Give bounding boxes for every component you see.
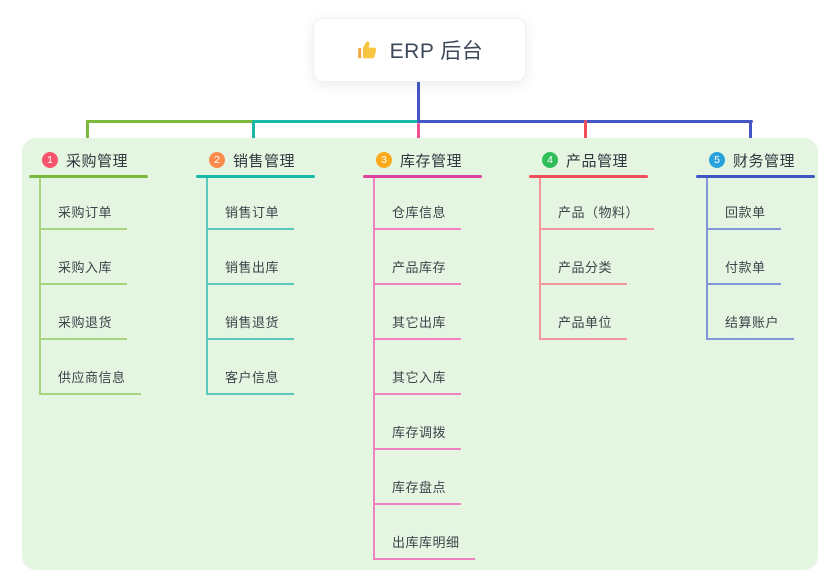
- connector-drop-5: [749, 120, 752, 146]
- branch-number-badge: 5: [709, 152, 725, 168]
- connector-drop-2: [252, 120, 255, 146]
- branch-number-badge: 3: [376, 152, 392, 168]
- branch-label: 销售管理: [233, 152, 296, 170]
- branch-children-connector: [39, 178, 41, 395]
- child-node[interactable]: 库存调拨: [373, 422, 462, 450]
- branch-node[interactable]: 1 采购管理: [29, 148, 128, 172]
- branch-children-connector: [706, 178, 708, 340]
- thumbs-up-icon: [357, 41, 376, 59]
- branch-label: 产品管理: [566, 152, 629, 170]
- child-node[interactable]: 仓库信息: [373, 202, 462, 230]
- branch-underline: [29, 175, 148, 178]
- branch-number-badge: 1: [42, 152, 58, 168]
- child-node[interactable]: 产品（物料）: [539, 202, 655, 230]
- child-node[interactable]: 销售出库: [206, 257, 295, 285]
- connector-drop-1: [86, 120, 89, 146]
- root-label: ERP 后台: [389, 40, 484, 63]
- branch-node[interactable]: 3 库存管理: [363, 148, 462, 172]
- connector-bus-middle: [253, 120, 419, 123]
- branch-node[interactable]: 4 产品管理: [529, 148, 628, 172]
- branch-children-connector: [373, 178, 375, 560]
- branch-label: 采购管理: [66, 152, 129, 170]
- child-node[interactable]: 产品库存: [373, 257, 462, 285]
- child-node[interactable]: 销售退货: [206, 312, 295, 340]
- child-node[interactable]: 销售订单: [206, 202, 295, 230]
- child-node[interactable]: 其它入库: [373, 367, 462, 395]
- child-node[interactable]: 客户信息: [206, 367, 295, 395]
- child-node[interactable]: 库存盘点: [373, 477, 462, 505]
- child-node[interactable]: 供应商信息: [39, 367, 141, 395]
- child-node[interactable]: 采购订单: [39, 202, 128, 230]
- child-node[interactable]: 产品单位: [539, 312, 628, 340]
- branch-node[interactable]: 2 销售管理: [196, 148, 295, 172]
- branch-underline: [696, 175, 815, 178]
- child-node[interactable]: 结算账户: [706, 312, 795, 340]
- branch-label: 库存管理: [400, 152, 463, 170]
- child-node[interactable]: 出库库明细: [373, 532, 475, 560]
- branch-underline: [196, 175, 315, 178]
- branch-number-badge: 2: [209, 152, 225, 168]
- branches-panel: [22, 138, 818, 570]
- connector-drop-4: [584, 120, 587, 146]
- branch-node[interactable]: 5 财务管理: [696, 148, 795, 172]
- child-node[interactable]: 回款单: [706, 202, 781, 230]
- root-node[interactable]: ERP 后台: [313, 18, 526, 82]
- child-node[interactable]: 付款单: [706, 257, 781, 285]
- connector-bus-left: [86, 120, 255, 123]
- branch-children-connector: [539, 178, 541, 340]
- child-node[interactable]: 其它出库: [373, 312, 462, 340]
- branch-label: 财务管理: [733, 152, 796, 170]
- child-node[interactable]: 产品分类: [539, 257, 628, 285]
- branch-children-connector: [206, 178, 208, 395]
- connector-drop-3: [417, 123, 420, 146]
- branch-underline: [529, 175, 648, 178]
- branch-underline: [363, 175, 482, 178]
- child-node[interactable]: 采购退货: [39, 312, 128, 340]
- connector-root-drop: [417, 80, 420, 123]
- branch-number-badge: 4: [542, 152, 558, 168]
- child-node[interactable]: 采购入库: [39, 257, 128, 285]
